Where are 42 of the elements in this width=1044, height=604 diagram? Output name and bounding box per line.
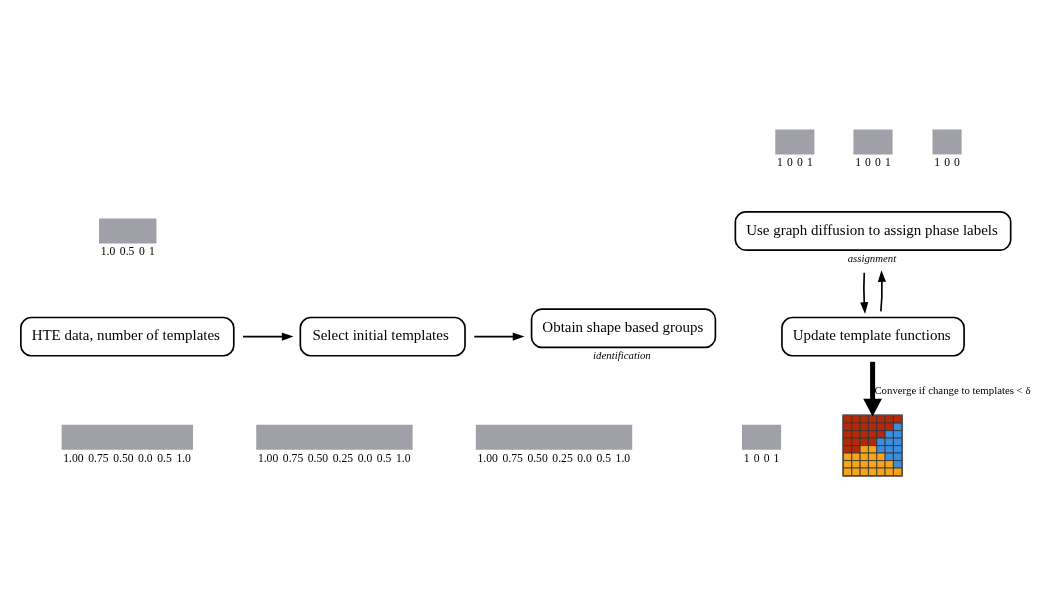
label: 0.0 bbox=[577, 451, 592, 465]
label: 0.0 bbox=[357, 451, 373, 465]
label: 1 bbox=[855, 155, 861, 169]
label: 0 bbox=[944, 155, 950, 169]
label: 0.25 bbox=[332, 451, 354, 465]
label: 0 bbox=[865, 155, 871, 169]
label: 0.50 bbox=[113, 451, 134, 465]
label: 0.5 bbox=[157, 451, 172, 465]
label: 1 bbox=[806, 155, 813, 169]
label: 1 bbox=[743, 451, 750, 465]
label: 1.0 bbox=[100, 244, 116, 258]
node-label: assignment bbox=[847, 251, 897, 264]
label: 1 bbox=[885, 155, 891, 169]
node-label: identification bbox=[593, 348, 651, 361]
label: 0.75 bbox=[282, 451, 304, 465]
label: 1.0 bbox=[615, 451, 631, 465]
label: 1 bbox=[773, 451, 780, 465]
label: 0.5 bbox=[376, 451, 392, 465]
label: 0 bbox=[796, 155, 803, 169]
label: 1.00 bbox=[477, 451, 498, 465]
label: 0.50 bbox=[307, 451, 329, 465]
label: 0.75 bbox=[88, 451, 109, 465]
label: 1.0 bbox=[395, 451, 411, 465]
label: 0.5 bbox=[596, 451, 611, 465]
label: 1.00 bbox=[257, 451, 279, 465]
label: 1 bbox=[776, 155, 783, 169]
label: 1.0 bbox=[176, 451, 191, 465]
label: 0 bbox=[753, 451, 760, 465]
label: 0 bbox=[954, 155, 960, 169]
label: 0 bbox=[875, 155, 881, 169]
label: 1 bbox=[148, 244, 155, 258]
label: 0.5 bbox=[119, 244, 135, 258]
label: 0.50 bbox=[527, 451, 548, 465]
label: 1 bbox=[934, 155, 940, 169]
label: 0 bbox=[786, 155, 793, 169]
label: 0.75 bbox=[502, 451, 523, 465]
edge-label: Converge if change to templates < δ bbox=[874, 383, 1031, 395]
label: 1.00 bbox=[63, 451, 84, 465]
label: 0 bbox=[138, 244, 145, 258]
label: 0.25 bbox=[552, 451, 573, 465]
label: 0.0 bbox=[138, 451, 153, 465]
label: 0 bbox=[763, 451, 770, 465]
